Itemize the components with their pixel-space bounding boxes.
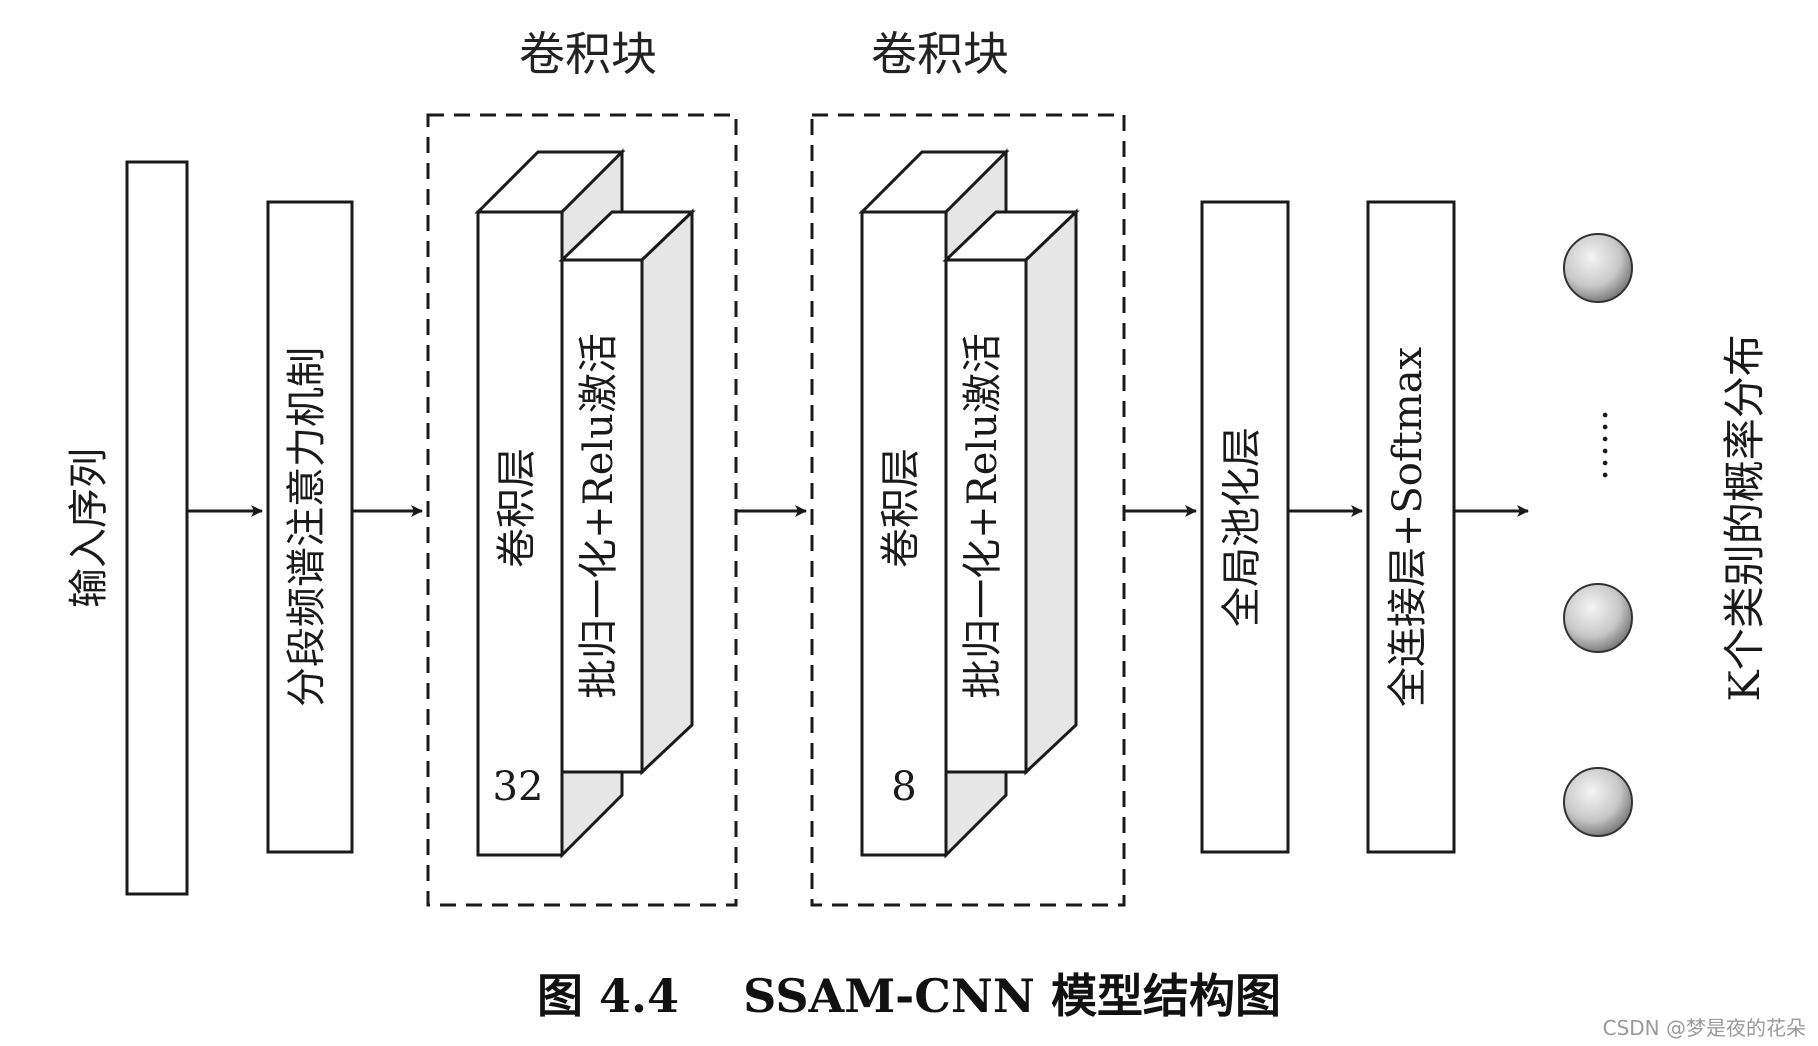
conv-layer-1-count: 32 bbox=[493, 764, 544, 810]
fully-connected-box bbox=[1366, 200, 1456, 854]
block1-title: 卷积块 bbox=[519, 27, 657, 81]
attention-box bbox=[266, 200, 354, 854]
figure-number: 图 4.4 bbox=[537, 969, 680, 1023]
block2-title: 卷积块 bbox=[871, 27, 1009, 81]
input-box bbox=[125, 160, 189, 896]
output-node-1 bbox=[1563, 233, 1633, 303]
watermark: CSDN @梦是夜的花朵 bbox=[1602, 1016, 1806, 1040]
bn-relu-layer-1 bbox=[558, 208, 696, 776]
attention-label: 分段频谱注意力机制 bbox=[284, 347, 330, 707]
output-node-2 bbox=[1563, 583, 1633, 653]
global-pooling-label: 全局池化层 bbox=[1219, 427, 1265, 627]
bn-relu-2-label: 批归一化+Relu激活 bbox=[960, 333, 1006, 699]
caption-spacer bbox=[679, 969, 743, 1023]
figure-title: SSAM-CNN 模型结构图 bbox=[743, 969, 1281, 1023]
conv-layer-2-count: 8 bbox=[891, 764, 916, 810]
conv-layer-2-label: 卷积层 bbox=[878, 448, 924, 568]
input-label: 输入序列 bbox=[66, 448, 112, 608]
figure-caption: 图 4.4 SSAM-CNN 模型结构图 bbox=[0, 960, 1818, 1026]
bn-relu-1-label: 批归一化+Relu激活 bbox=[576, 333, 622, 699]
output-node-3 bbox=[1563, 767, 1633, 837]
conv-layer-1-label: 卷积层 bbox=[494, 448, 540, 568]
global-pooling-box bbox=[1200, 200, 1290, 854]
output-ellipsis: …… bbox=[1575, 409, 1616, 481]
bn-relu-layer-2 bbox=[942, 208, 1080, 776]
output-label: K个类别的概率分布 bbox=[1720, 334, 1769, 701]
fully-connected-label: 全连接层+Softmax bbox=[1385, 346, 1431, 707]
